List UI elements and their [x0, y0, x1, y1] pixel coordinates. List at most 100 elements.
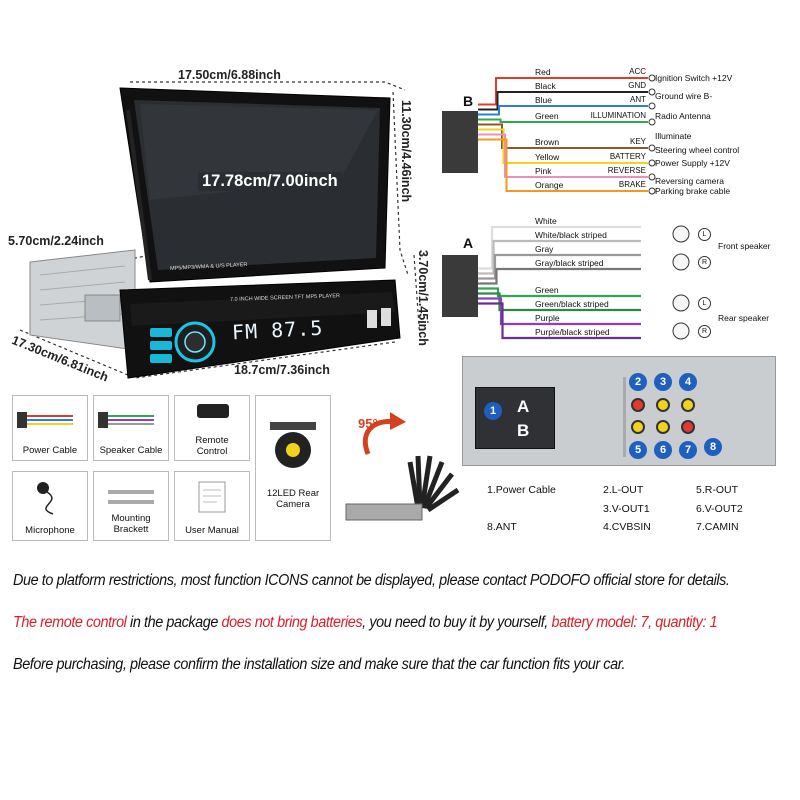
tilt-illustration: 95° [340, 400, 470, 540]
speaker-side-label: L [698, 228, 711, 241]
legend-item: 4.CVBSIN [603, 521, 651, 533]
accessories-grid: Power Cable Speaker Cable Remote Control… [12, 395, 332, 545]
note-red-batteries: does not bring batteries [221, 614, 363, 631]
dim-front-width: 18.7cm/7.36inch [234, 363, 330, 377]
wire-destination-label: Power Supply +12V [655, 158, 730, 168]
dim-diagonal: 17.78cm/7.00inch [198, 172, 342, 191]
harness-b-wire [478, 138, 648, 192]
harness-b-label: B [463, 93, 474, 109]
accessory-label: 12LED Rear Camera [266, 488, 320, 510]
speaker-icon [672, 322, 690, 340]
display-readout: FM 87.5 [231, 315, 324, 345]
wire-destination-label: Ground wire B- [655, 91, 713, 101]
accessory-label: Remote Control [195, 435, 229, 457]
note-text: in the package [126, 614, 222, 631]
wire-color-label: Yellow [535, 152, 560, 162]
wire-terminal [648, 88, 656, 96]
harness-a-wires [478, 225, 690, 340]
accessory-microphone: Microphone [12, 471, 88, 541]
wire-terminal [648, 118, 656, 126]
speaker-icon [672, 225, 690, 243]
rca-jack [681, 398, 695, 412]
note-line-3: Before purchasing, please confirm the in… [13, 656, 626, 673]
accessory-user-manual: User Manual [174, 471, 250, 541]
wire-function-label: REVERSE [607, 166, 646, 175]
dim-screen-height: 11.30cm/4.46inch [399, 100, 413, 203]
harness-b-connector [442, 111, 478, 173]
harness-b-wires [478, 74, 656, 195]
front-speaker-label: Front speaker [718, 241, 771, 251]
rca-jack [631, 420, 645, 434]
microphone-icon [37, 482, 54, 515]
tilt-screens-icon [345, 412, 460, 521]
rca-jack [656, 398, 670, 412]
harness-b-wire [478, 77, 648, 106]
speaker-icon [672, 294, 690, 312]
bracket-icon [108, 490, 154, 504]
device-illustration [19, 81, 421, 379]
wire-function-label: ILLUMINATION [590, 111, 646, 120]
accessory-label: Microphone [25, 525, 75, 536]
wire-terminal [648, 102, 656, 110]
port-number-badge: 6 [654, 441, 672, 459]
harness-a-wire [478, 267, 641, 285]
harness-a-wire [478, 292, 641, 312]
wire-color-label: Green/black striped [535, 299, 609, 309]
wire-color-label: Gray/black striped [535, 258, 604, 268]
camera-icon [270, 422, 316, 468]
harness-b-wire [478, 105, 648, 116]
accessory-mounting-bracket: Mounting Brackett [93, 471, 169, 541]
wire-destination-label: Steering wheel control [655, 145, 740, 155]
harness-a-wire [478, 297, 641, 326]
wire-function-label: ACC [629, 67, 646, 76]
harness-a-wire [478, 253, 641, 280]
wire-color-label: Brown [535, 137, 560, 147]
accessory-label: Speaker Cable [99, 445, 163, 456]
speaker-side-label: L [698, 297, 711, 310]
port-number-badge: 4 [679, 373, 697, 391]
port-number-badge: 8 [704, 438, 722, 456]
port-number-badge: 1 [484, 402, 502, 420]
wire-function-label: ANT [630, 95, 646, 104]
wire-color-label: White [535, 216, 557, 226]
harness-b-wire [478, 118, 648, 123]
accessory-label: User Manual [185, 525, 239, 536]
rca-jack [631, 398, 645, 412]
harness-a-connector [442, 255, 478, 317]
legend-item: 5.R-OUT [696, 484, 738, 496]
wire-terminal [648, 74, 656, 82]
harness-b-wire [478, 128, 648, 164]
legend-item: 2.L-OUT [603, 484, 644, 496]
wire-color-label: Black [535, 81, 556, 91]
harness-b-wire [478, 91, 648, 111]
note-text: , you need to buy it by yourself, [362, 614, 552, 631]
remote-control-icon [197, 404, 229, 418]
wire-destination-label: Radio Antenna [655, 111, 711, 121]
wire-terminal [648, 187, 656, 195]
dim-top-width: 17.50cm/6.88inch [178, 68, 281, 82]
port-number-badge: 2 [629, 373, 647, 391]
wire-color-label: Purple [535, 313, 560, 323]
accessory-power-cable: Power Cable [12, 395, 88, 461]
wire-terminal [648, 144, 656, 152]
note-red-remote: The remote control [13, 614, 127, 631]
accessory-remote-control: Remote Control [174, 395, 250, 461]
wire-color-label: Green [535, 111, 559, 121]
wire-color-label: Pink [535, 166, 552, 176]
rear-connector-b: B [517, 421, 530, 440]
harness-a-wire [478, 239, 641, 275]
wire-color-label: Purple/black striped [535, 327, 610, 337]
wire-color-label: White/black striped [535, 230, 607, 240]
rear-speaker-label: Rear speaker [718, 313, 770, 323]
speaker-cable-icon [98, 412, 154, 428]
speaker-side-label: R [698, 256, 711, 269]
product-dimension-diagram: 17.50cm/6.88inch 11.30cm/4.46inch 17.78c… [0, 0, 445, 390]
harness-b-wire [478, 123, 648, 149]
speaker-side-label: R [698, 325, 711, 338]
power-cable-icon [17, 412, 73, 428]
harness-a-wire [478, 225, 641, 270]
legend-item: 3.V-OUT1 [603, 503, 650, 515]
wire-terminal [648, 173, 656, 181]
